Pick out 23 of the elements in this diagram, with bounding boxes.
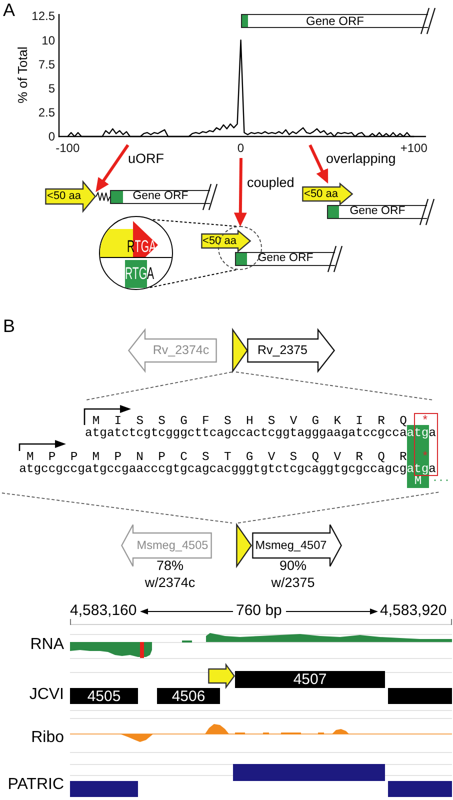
panel-letter: B [3, 316, 16, 337]
tick-label: -100 [56, 141, 80, 155]
coordinate-label: 4,583,160 [70, 602, 137, 620]
amino-acid-letter: M [414, 474, 422, 488]
continuation-dots: ... [432, 474, 450, 486]
edge-label: coupled [247, 175, 294, 191]
tick-label: +100 [400, 141, 428, 155]
edge-label: overlapping [326, 151, 396, 167]
track-label: JCVI [29, 686, 64, 704]
tick-label: 0 [237, 141, 244, 155]
axis-title: % of Total [15, 46, 30, 104]
tick-label: 0 [48, 130, 55, 144]
dimension-label: 760 bp [236, 602, 282, 620]
tick-label: 2.5 [38, 106, 55, 120]
track-label: RNA [30, 636, 64, 654]
tick-label: 5 [48, 82, 55, 96]
tick-label: 10 [42, 33, 55, 48]
track-label: Ribo [31, 729, 64, 748]
track-label: PATRIC [8, 776, 64, 794]
panel-letter: A [3, 0, 16, 21]
tick-label: 12.5 [32, 9, 55, 24]
tick-label: 7.5 [38, 57, 55, 72]
coordinate-label: 4,583,920 [380, 602, 447, 620]
